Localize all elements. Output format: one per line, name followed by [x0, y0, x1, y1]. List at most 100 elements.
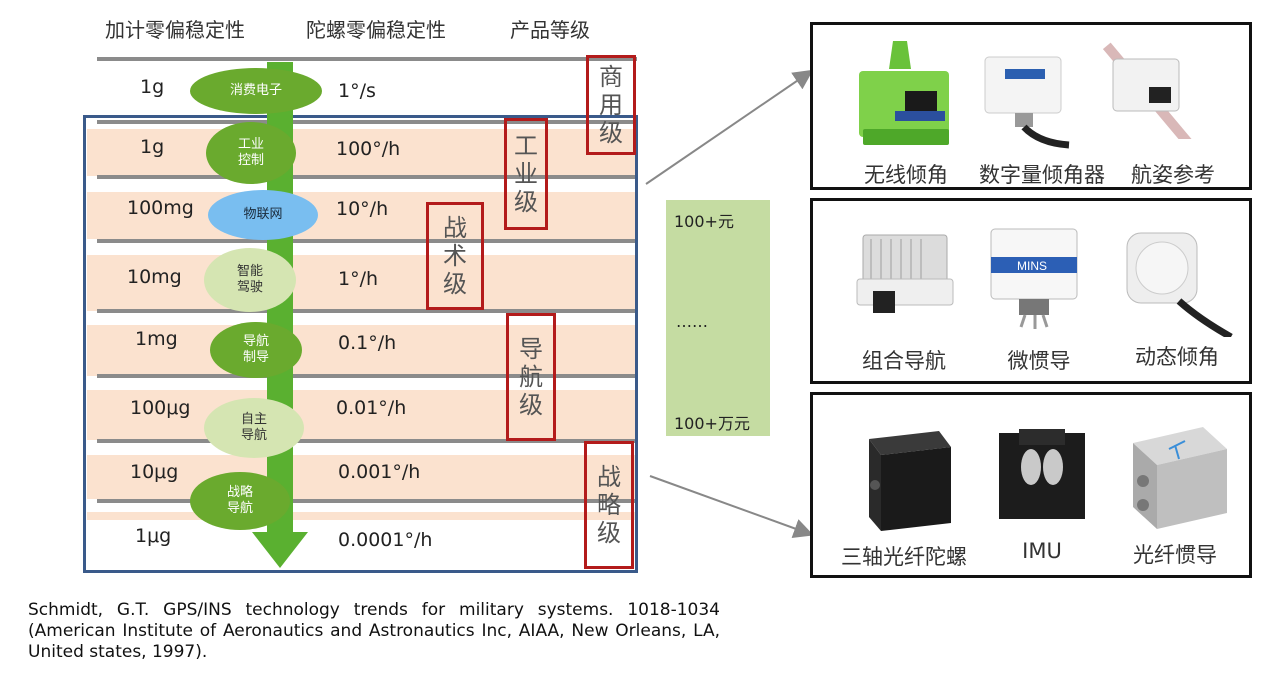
accel-value: 1μg — [135, 525, 172, 547]
separator-bar — [97, 439, 637, 443]
arrow-head — [252, 532, 308, 568]
separator-bar — [97, 175, 637, 179]
wireless-inclinometer-image — [859, 41, 949, 145]
bubble-consumer-electronics: 消费电子 — [190, 68, 322, 114]
bubble-smart-driving: 智能 驾驶 — [204, 248, 296, 312]
caption-fiber-optic-gyro: 三轴光纤陀螺 — [841, 545, 967, 569]
price-high: 100+万元 — [674, 414, 750, 433]
bubble-line: 智能 — [236, 264, 263, 279]
bubble-strategic-navigation: 战略 导航 — [190, 472, 290, 530]
grade-char: 级 — [514, 188, 538, 216]
grade-char: 级 — [599, 119, 623, 147]
reference-citation: Schmidt, G.T. GPS/INS technology trends … — [28, 600, 720, 662]
grade-char: 级 — [519, 391, 543, 419]
band-7 — [87, 512, 635, 520]
accel-value: 1g — [140, 76, 165, 98]
accel-value: 1g — [140, 136, 165, 158]
grade-char: 工 — [514, 132, 538, 160]
grade-industrial: 工 业 级 — [504, 118, 548, 230]
product-panel-middle: MINS 组合导航 微惯导 动态倾角 — [810, 198, 1252, 384]
caption-digital-inclinometer: 数字量倾角器 — [979, 163, 1105, 187]
bubble-line: 制导 — [242, 350, 269, 365]
accel-value: 10μg — [130, 461, 179, 483]
grade-char: 略 — [597, 491, 621, 519]
grade-char: 用 — [599, 91, 623, 119]
header-gyro: 陀螺零偏稳定性 — [306, 18, 446, 42]
grade-navigation: 导 航 级 — [506, 313, 556, 441]
price-low: 100+元 — [674, 212, 734, 231]
header-accel: 加计零偏稳定性 — [105, 18, 245, 42]
bubble-line: 导航 — [242, 334, 269, 349]
band-6 — [87, 455, 635, 499]
caption-fiber-ins: 光纤惯导 — [1133, 543, 1217, 567]
gyro-value: 10°/h — [336, 198, 389, 220]
caption-imu: IMU — [1022, 539, 1062, 563]
bubble-industrial-control: 工业 控制 — [206, 122, 296, 184]
ahrs-image — [1103, 42, 1201, 139]
grade-char: 级 — [443, 270, 467, 298]
grade-char: 航 — [519, 363, 543, 391]
bubble-line: 导航 — [240, 428, 267, 443]
bubble-line: 自主 — [240, 412, 267, 427]
gyro-value: 1°/s — [338, 80, 376, 102]
bubble-line: 驾驶 — [236, 280, 263, 295]
gyro-value: 0.001°/h — [338, 461, 421, 483]
gyro-value: 100°/h — [336, 138, 401, 160]
grade-commercial: 商 用 级 — [586, 55, 636, 155]
grade-char: 战 — [597, 463, 621, 491]
connector-bottom — [649, 475, 814, 538]
grade-strategic: 战 略 级 — [584, 441, 634, 569]
product-panel-top: 无线倾角 数字量倾角器 航姿参考 — [810, 22, 1252, 190]
grade-char: 导 — [519, 335, 543, 363]
dynamic-inclinometer-image — [1126, 232, 1233, 337]
caption-ahrs: 航姿参考 — [1131, 163, 1215, 187]
accel-value: 100mg — [127, 197, 194, 219]
price-bar: 100+元 …… 100+万元 — [666, 200, 770, 436]
integrated-navigation-image — [856, 234, 954, 313]
band-1 — [87, 129, 635, 176]
caption-wireless-inclinometer: 无线倾角 — [864, 163, 948, 187]
caption-integrated-navigation: 组合导航 — [862, 349, 946, 373]
separator-bar — [97, 309, 637, 313]
band-4 — [87, 325, 635, 376]
imu-image — [999, 429, 1085, 519]
separator-bar — [97, 57, 637, 61]
gyro-value: 0.01°/h — [336, 397, 407, 419]
band-2 — [87, 192, 635, 239]
bubble-navigation-guidance: 导航 制导 — [210, 322, 302, 378]
band-5 — [87, 390, 635, 440]
separator-bar — [97, 239, 637, 243]
grade-char: 战 — [443, 214, 467, 242]
fiber-ins-image — [1133, 427, 1227, 529]
separator-bar — [97, 120, 637, 124]
band-3 — [87, 255, 635, 311]
connector-top — [645, 69, 814, 185]
grade-char: 术 — [443, 242, 467, 270]
bubble-line: 消费电子 — [229, 83, 282, 98]
mins-label: MINS — [1017, 259, 1047, 273]
accel-value: 100μg — [130, 397, 191, 419]
bubble-line: 物联网 — [243, 207, 283, 222]
bubble-line: 工业 — [237, 137, 264, 152]
fiber-optic-gyro-image — [869, 431, 951, 531]
bubble-line: 导航 — [226, 501, 253, 516]
grade-char: 级 — [597, 519, 621, 547]
accel-value: 1mg — [135, 328, 178, 350]
bubble-line: 战略 — [226, 485, 253, 500]
grade-tactical: 战 术 级 — [426, 202, 484, 310]
bubble-line: 控制 — [237, 153, 264, 168]
caption-dynamic-inclinometer: 动态倾角 — [1135, 345, 1219, 369]
product-panel-bottom: 三轴光纤陀螺 IMU 光纤惯导 — [810, 392, 1252, 578]
range-frame — [83, 115, 638, 573]
accel-value: 10mg — [127, 266, 182, 288]
bubble-iot: 物联网 — [208, 190, 318, 240]
connector-arrows — [645, 69, 814, 538]
grade-char: 业 — [514, 160, 538, 188]
gyro-value: 0.0001°/h — [338, 529, 433, 551]
separator-bar — [97, 374, 637, 378]
caption-micro-ins: 微惯导 — [1007, 349, 1071, 373]
gyro-value: 1°/h — [338, 268, 379, 290]
price-mid: …… — [676, 312, 708, 331]
separator-bar — [97, 499, 637, 503]
gyro-value: 0.1°/h — [338, 332, 397, 354]
